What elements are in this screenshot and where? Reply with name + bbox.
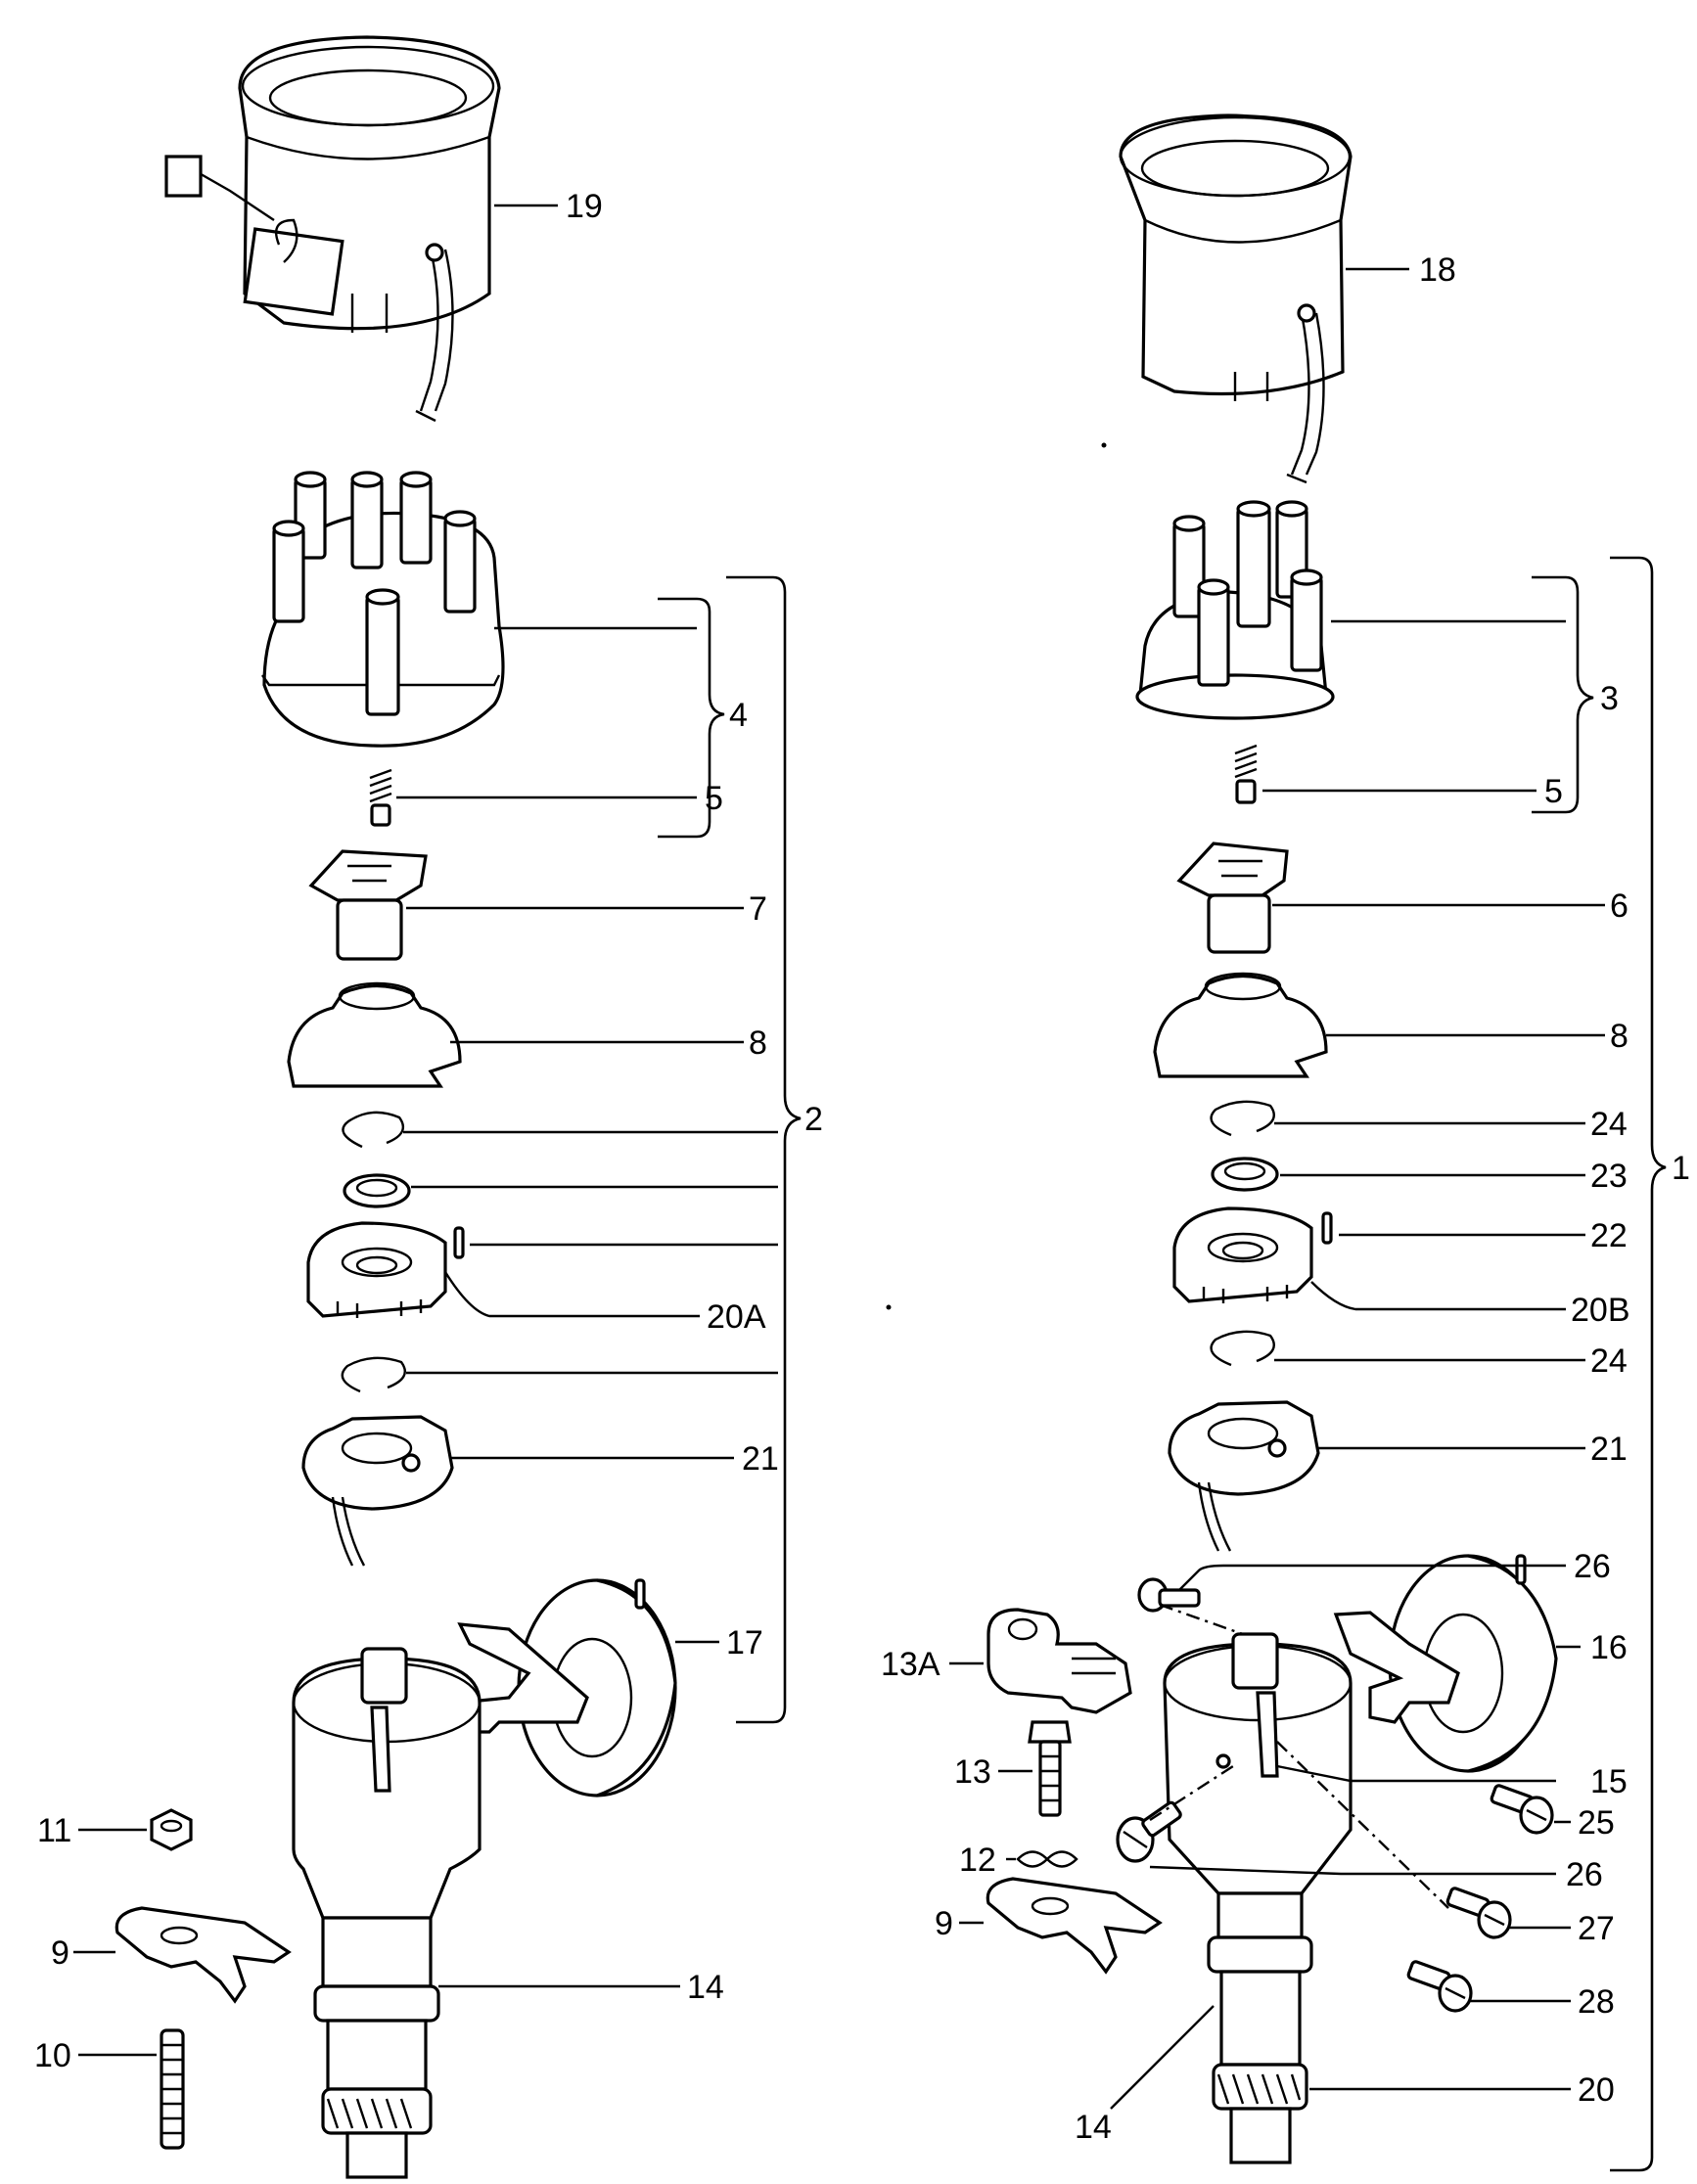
part-20a-bearing-plate [306, 1221, 465, 1318]
callout-2: 2 [804, 1101, 823, 1138]
part-distributor-housing-left [292, 1647, 482, 2179]
callout-labels: 19 18 4 5 2 7 8 20A 21 17 11 9 10 14 3 5… [34, 188, 1690, 2146]
part-17-vacuum-unit [457, 1578, 677, 1797]
callout-13: 13 [954, 1753, 991, 1791]
callout-20: 20 [1578, 2071, 1615, 2109]
callout-12: 12 [959, 1842, 996, 1879]
part-washer-left [343, 1173, 411, 1208]
callout-21-left: 21 [742, 1440, 779, 1478]
part-12-spring-clip [1016, 1850, 1078, 1868]
callout-8-right: 8 [1610, 1018, 1628, 1055]
part-13a-condenser [986, 1608, 1132, 1714]
callout-9-right: 9 [935, 1905, 953, 1942]
part-11-nut [150, 1808, 193, 1851]
callout-10: 10 [34, 2037, 71, 2074]
part-20b-bearing-plate [1172, 1206, 1313, 1303]
callout-9-left: 9 [51, 1934, 69, 1972]
part-23-washer [1211, 1157, 1279, 1192]
part-25-screw [1490, 1784, 1554, 1835]
part-7-rotor [308, 849, 428, 961]
callout-11: 11 [37, 1812, 71, 1849]
part-21-breaker-plate [301, 1415, 454, 1567]
callout-26-lower: 26 [1566, 1856, 1603, 1893]
callout-25: 25 [1578, 1804, 1615, 1842]
callout-23: 23 [1590, 1158, 1628, 1195]
stray-dots [886, 442, 1107, 1310]
callout-17: 17 [726, 1624, 763, 1661]
callout-21-right: 21 [1590, 1431, 1628, 1468]
callout-6: 6 [1610, 887, 1628, 925]
callout-4: 4 [729, 697, 748, 734]
part-28-screw [1406, 1960, 1473, 2013]
part-9-clamp-left [115, 1906, 292, 2004]
part-22-pin [1321, 1211, 1333, 1245]
callout-18: 18 [1419, 251, 1456, 289]
callout-3: 3 [1600, 680, 1619, 717]
callout-5-right: 5 [1544, 773, 1563, 810]
braces [658, 556, 1667, 2172]
callout-19: 19 [566, 188, 603, 225]
part-4-distributor-cap [261, 471, 505, 748]
callout-16: 16 [1590, 1629, 1628, 1666]
part-26-screw-lower [1116, 1800, 1182, 1863]
part-8-dust-shield-right [1153, 972, 1328, 1078]
callout-28: 28 [1578, 1983, 1615, 2021]
part-circlip-left-upper [342, 1111, 404, 1149]
part-26-screw-upper [1137, 1577, 1201, 1613]
part-9-clamp-right [986, 1877, 1163, 1975]
callout-20b: 20B [1571, 1292, 1630, 1329]
part-distributor-housing-right [1163, 1632, 1353, 2164]
part-21-breaker-plate-right [1168, 1400, 1320, 1552]
callout-24-lower: 24 [1590, 1342, 1628, 1380]
part-6-rotor [1176, 842, 1289, 954]
leader-lines [73, 204, 1605, 2110]
part-5-carbon-brush-spring [369, 768, 392, 827]
callout-27: 27 [1578, 1910, 1615, 1947]
part-18-dust-cover [1119, 114, 1353, 484]
callout-26-upper: 26 [1574, 1548, 1611, 1585]
callout-24-upper: 24 [1590, 1106, 1628, 1143]
callout-13a: 13A [881, 1646, 940, 1683]
part-27-screw [1445, 1887, 1512, 1939]
callout-8-left: 8 [749, 1024, 767, 1062]
part-24-circlip-lower [1210, 1330, 1275, 1367]
part-circlip-left-lower [341, 1356, 406, 1393]
callout-1: 1 [1672, 1150, 1690, 1187]
part-19-dust-cover [164, 35, 501, 423]
callout-20a: 20A [707, 1298, 766, 1336]
part-16-vacuum-unit [1333, 1554, 1558, 1773]
part-5-carbon-brush-spring-right [1234, 744, 1258, 804]
part-8-dust-shield [287, 981, 462, 1088]
callout-15: 15 [1590, 1763, 1628, 1800]
callout-7: 7 [749, 890, 767, 928]
callout-14-right: 14 [1075, 2109, 1112, 2146]
callout-14-left: 14 [687, 1969, 724, 2006]
part-24-circlip-upper [1210, 1100, 1275, 1137]
part-13-screw [1028, 1720, 1072, 1817]
part-10-stud [160, 2028, 185, 2150]
part-3-distributor-cap [1135, 500, 1335, 720]
callout-5-left: 5 [705, 780, 723, 817]
callout-22: 22 [1590, 1217, 1628, 1254]
